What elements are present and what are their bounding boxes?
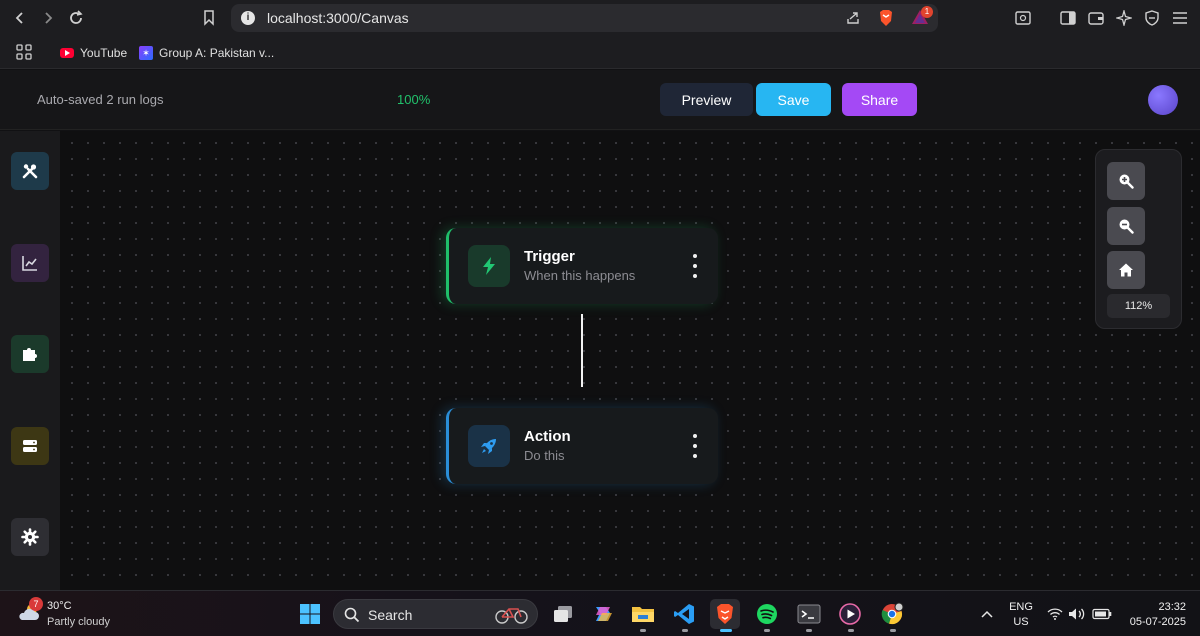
running-indicator [682,629,688,632]
node-icon-container [468,425,510,467]
server-icon [23,440,37,452]
windows-taskbar: 7 30°C Partly cloudy Search [0,590,1200,636]
home-icon [1119,263,1133,277]
search-label: Search [368,607,413,623]
kebab-menu-icon[interactable] [692,434,698,458]
apps-grid-icon[interactable] [16,44,32,65]
vscode-icon[interactable] [669,599,699,629]
running-indicator [848,629,854,632]
sidebar-item-storage[interactable] [11,427,49,465]
bookmark-label: Group A: Pakistan v... [159,46,275,60]
zoom-in-icon [1119,174,1134,189]
sidebar-item-settings[interactable] [11,518,49,556]
rewards-icon[interactable] [911,9,929,30]
app-header: Auto-saved 2 run logs 100% Preview Save … [0,70,1200,130]
left-sidebar [0,131,60,590]
media-player-icon[interactable] [835,599,865,629]
rewards-badge: 1 [921,6,933,18]
rocket-icon [481,439,496,454]
brave-shield-icon[interactable] [878,9,894,32]
autosave-status: Auto-saved 2 run logs [37,92,164,107]
task-view-icon[interactable] [548,599,578,629]
bolt-icon [483,257,495,275]
action-node[interactable]: Action Do this [446,408,718,484]
taskbar-search[interactable]: Search [333,599,538,629]
running-indicator [764,629,770,632]
bicycle-icon [495,608,528,624]
sidebar-item-plugins[interactable] [11,335,49,373]
search-icon [344,607,360,623]
file-explorer-icon[interactable] [628,599,658,629]
weather-condition: Partly cloudy [47,616,110,628]
chrome-icon[interactable] [877,599,907,629]
chart-line-icon [22,256,37,271]
zoom-out-button[interactable] [1107,207,1145,245]
zoom-level-label: 112% [1107,294,1170,318]
brave-browser-icon[interactable] [710,599,740,629]
menu-icon[interactable] [1170,7,1190,29]
reset-view-button[interactable] [1107,251,1145,289]
node-connector [581,314,583,387]
puzzle-icon [23,348,37,361]
node-icon-container [468,245,510,287]
zoom-out-icon [1119,219,1134,234]
running-indicator [890,629,896,632]
terminal-icon[interactable] [794,599,824,629]
info-icon[interactable]: i [241,11,255,25]
temperature: 30°C [47,600,72,612]
wallet-icon[interactable] [1086,7,1106,29]
node-title: Trigger [524,248,575,265]
running-indicator [806,629,812,632]
sidebar-toggle-icon[interactable] [1058,7,1078,29]
chevron-up-icon[interactable] [972,599,1002,629]
site-favicon-icon: ✶ [139,46,153,60]
zoom-in-button[interactable] [1107,162,1145,200]
active-indicator [720,629,732,632]
language-indicator[interactable]: ENG [1009,601,1033,613]
sidebar-item-analytics[interactable] [11,244,49,282]
region-indicator: US [1013,616,1029,628]
share-button[interactable]: Share [842,83,917,116]
clock-date: 05-07-2025 [1129,616,1186,628]
volume-icon[interactable] [1066,599,1088,629]
reload-icon[interactable] [64,6,88,30]
url-text: localhost:3000/Canvas [267,10,409,26]
clock-time[interactable]: 23:32 [1158,601,1186,613]
leo-ai-icon[interactable] [1114,7,1134,29]
reader-mode-icon[interactable] [1013,7,1033,29]
workflow-canvas[interactable]: Trigger When this happens Action Do this [60,131,1200,590]
avatar[interactable] [1148,85,1178,115]
address-bar[interactable]: i localhost:3000/Canvas 1 [231,4,938,32]
bookmark-group-a[interactable]: ✶ Group A: Pakistan v... [139,42,274,64]
browser-toolbar: i localhost:3000/Canvas 1 [0,0,1200,36]
node-subtitle: Do this [524,448,565,463]
sidebar-item-tools[interactable] [11,152,49,190]
node-title: Action [524,428,571,445]
wifi-icon[interactable] [1044,599,1066,629]
vpn-icon[interactable] [1142,7,1162,29]
copilot-icon[interactable] [588,599,618,629]
bookmark-youtube[interactable]: YouTube [60,42,127,64]
youtube-icon [60,48,74,58]
share-icon[interactable] [845,10,861,31]
battery-icon[interactable] [1090,599,1114,629]
windows-start-icon[interactable] [295,599,325,629]
bookmark-label: YouTube [80,46,128,60]
zoom-percent: 100% [397,92,431,107]
running-indicator [640,629,646,632]
node-subtitle: When this happens [524,268,636,283]
zoom-controls: 112% [1095,149,1182,329]
bookmarks-bar: YouTube ✶ Group A: Pakistan v... [0,36,1200,69]
kebab-menu-icon[interactable] [692,254,698,278]
preview-button[interactable]: Preview [660,83,753,116]
tools-icon [22,164,38,179]
trigger-node[interactable]: Trigger When this happens [446,228,718,304]
weather-badge: 7 [29,597,43,611]
save-button[interactable]: Save [756,83,831,116]
bookmark-icon[interactable] [197,6,221,30]
forward-icon[interactable] [36,6,60,30]
back-icon[interactable] [8,6,32,30]
gear-icon [21,528,39,546]
spotify-icon[interactable] [752,599,782,629]
